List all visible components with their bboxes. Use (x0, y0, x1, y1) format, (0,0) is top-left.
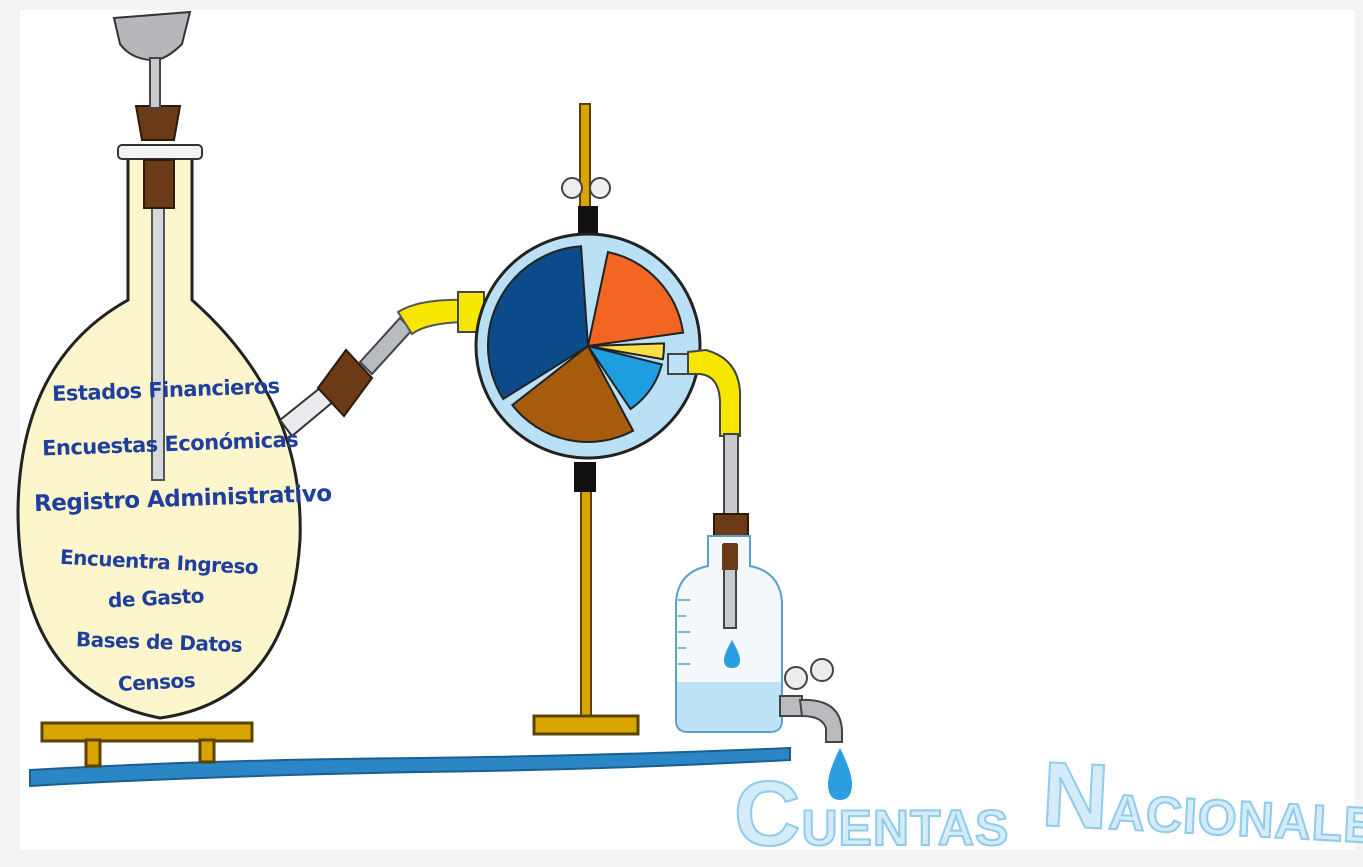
pie-globe (474, 232, 702, 460)
pie-slice-orange (586, 250, 685, 348)
pie-slices (487, 245, 685, 443)
table-base (29, 746, 791, 788)
title-nacionales: NACIONALES (1039, 742, 1363, 866)
collecting-jar (675, 513, 852, 800)
flask-label-censos: Censos (117, 668, 196, 696)
funnel (112, 10, 192, 109)
title-nacionales-rest: ACIONALES (1106, 783, 1363, 857)
pie-slice-light-blue (585, 344, 663, 411)
title-cuentas-initial: C (733, 762, 802, 866)
outlet-tube (667, 348, 742, 525)
pie-slice-brown (510, 344, 635, 443)
flask-stand (40, 721, 254, 768)
pie-slice-yellow (587, 342, 665, 361)
title-cuentas: CUENTAS (733, 762, 1010, 867)
title-nacionales-initial: N (1039, 742, 1114, 849)
flask-label-de-gasto: de Gasto (107, 583, 205, 613)
pie-slice-dark-blue (487, 245, 590, 401)
title-cuentas-rest: UENTAS (800, 799, 1010, 857)
